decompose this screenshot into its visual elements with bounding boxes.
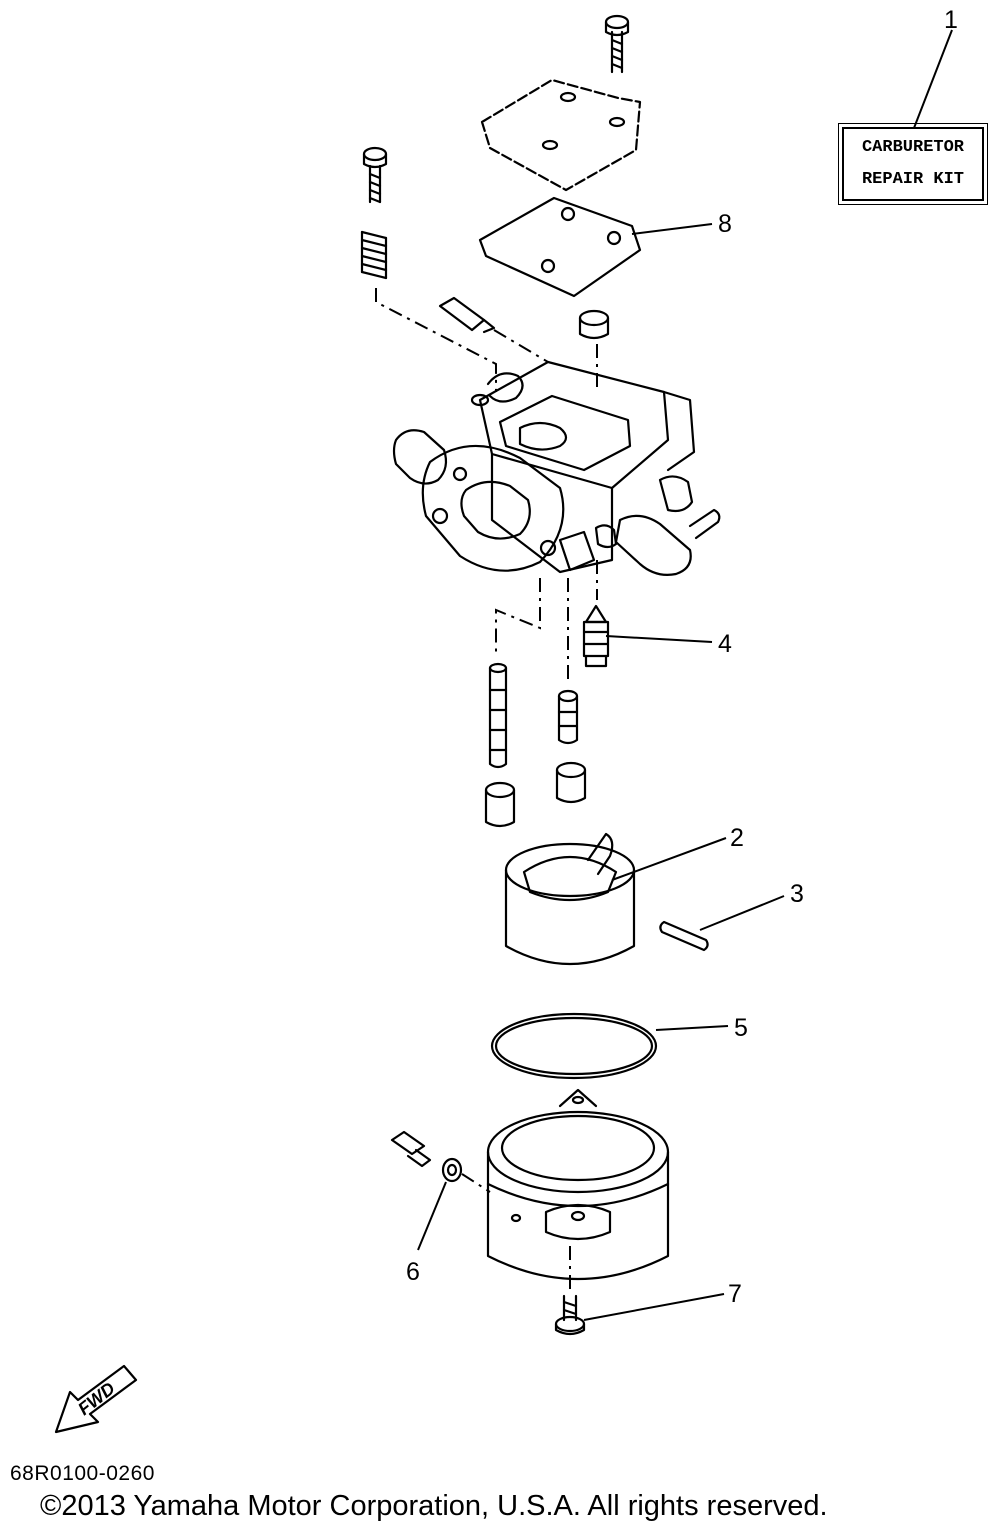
top-cover-screw xyxy=(604,14,630,74)
bowl-screw-7 xyxy=(554,1294,586,1336)
idle-screw xyxy=(362,146,388,204)
fwd-label: FWD xyxy=(74,1378,119,1419)
o-ring-5 xyxy=(490,1012,658,1080)
leader-8 xyxy=(631,223,713,235)
copyright-notice: ©2013 Yamaha Motor Corporation, U.S.A. A… xyxy=(40,1490,828,1522)
leader-3 xyxy=(699,895,785,931)
idle-spring xyxy=(360,230,388,280)
callout-6: 6 xyxy=(406,1258,420,1286)
jet-plug-right xyxy=(555,761,587,804)
kit-label-line2: REPAIR KIT xyxy=(861,170,965,189)
pilot-screw xyxy=(438,296,496,334)
leader-7 xyxy=(583,1293,725,1321)
drain-screw xyxy=(390,1130,432,1168)
main-nozzle xyxy=(488,662,508,769)
washer-6 xyxy=(441,1157,463,1183)
callout-8: 8 xyxy=(718,210,732,238)
leader-1 xyxy=(913,29,953,129)
carburetor-repair-kit-label: CARBURETOR REPAIR KIT xyxy=(838,123,988,205)
callout-7: 7 xyxy=(728,1280,742,1308)
plug xyxy=(578,309,610,340)
carburetor-body xyxy=(392,360,721,576)
needle-valve-4 xyxy=(582,604,610,668)
callout-3: 3 xyxy=(790,880,804,908)
main-jet xyxy=(557,689,579,745)
callout-5: 5 xyxy=(734,1014,748,1042)
callout-1: 1 xyxy=(944,6,958,34)
float-pin-3 xyxy=(659,920,709,952)
leader-6 xyxy=(417,1181,447,1251)
gasket-8 xyxy=(478,196,642,298)
jet-plug-left xyxy=(484,781,516,828)
callout-2: 2 xyxy=(730,824,744,852)
fwd-arrow-icon: FWD xyxy=(54,1364,138,1434)
leader-5 xyxy=(655,1025,729,1031)
leader-2 xyxy=(611,837,727,881)
float-2 xyxy=(504,832,636,966)
diagram-code: 68R0100-0260 xyxy=(10,1462,155,1485)
callout-4: 4 xyxy=(718,630,732,658)
leader-4 xyxy=(605,635,713,643)
float-bowl xyxy=(486,1088,670,1281)
kit-label-line1: CARBURETOR xyxy=(861,138,965,157)
top-cover-plate xyxy=(480,78,642,192)
